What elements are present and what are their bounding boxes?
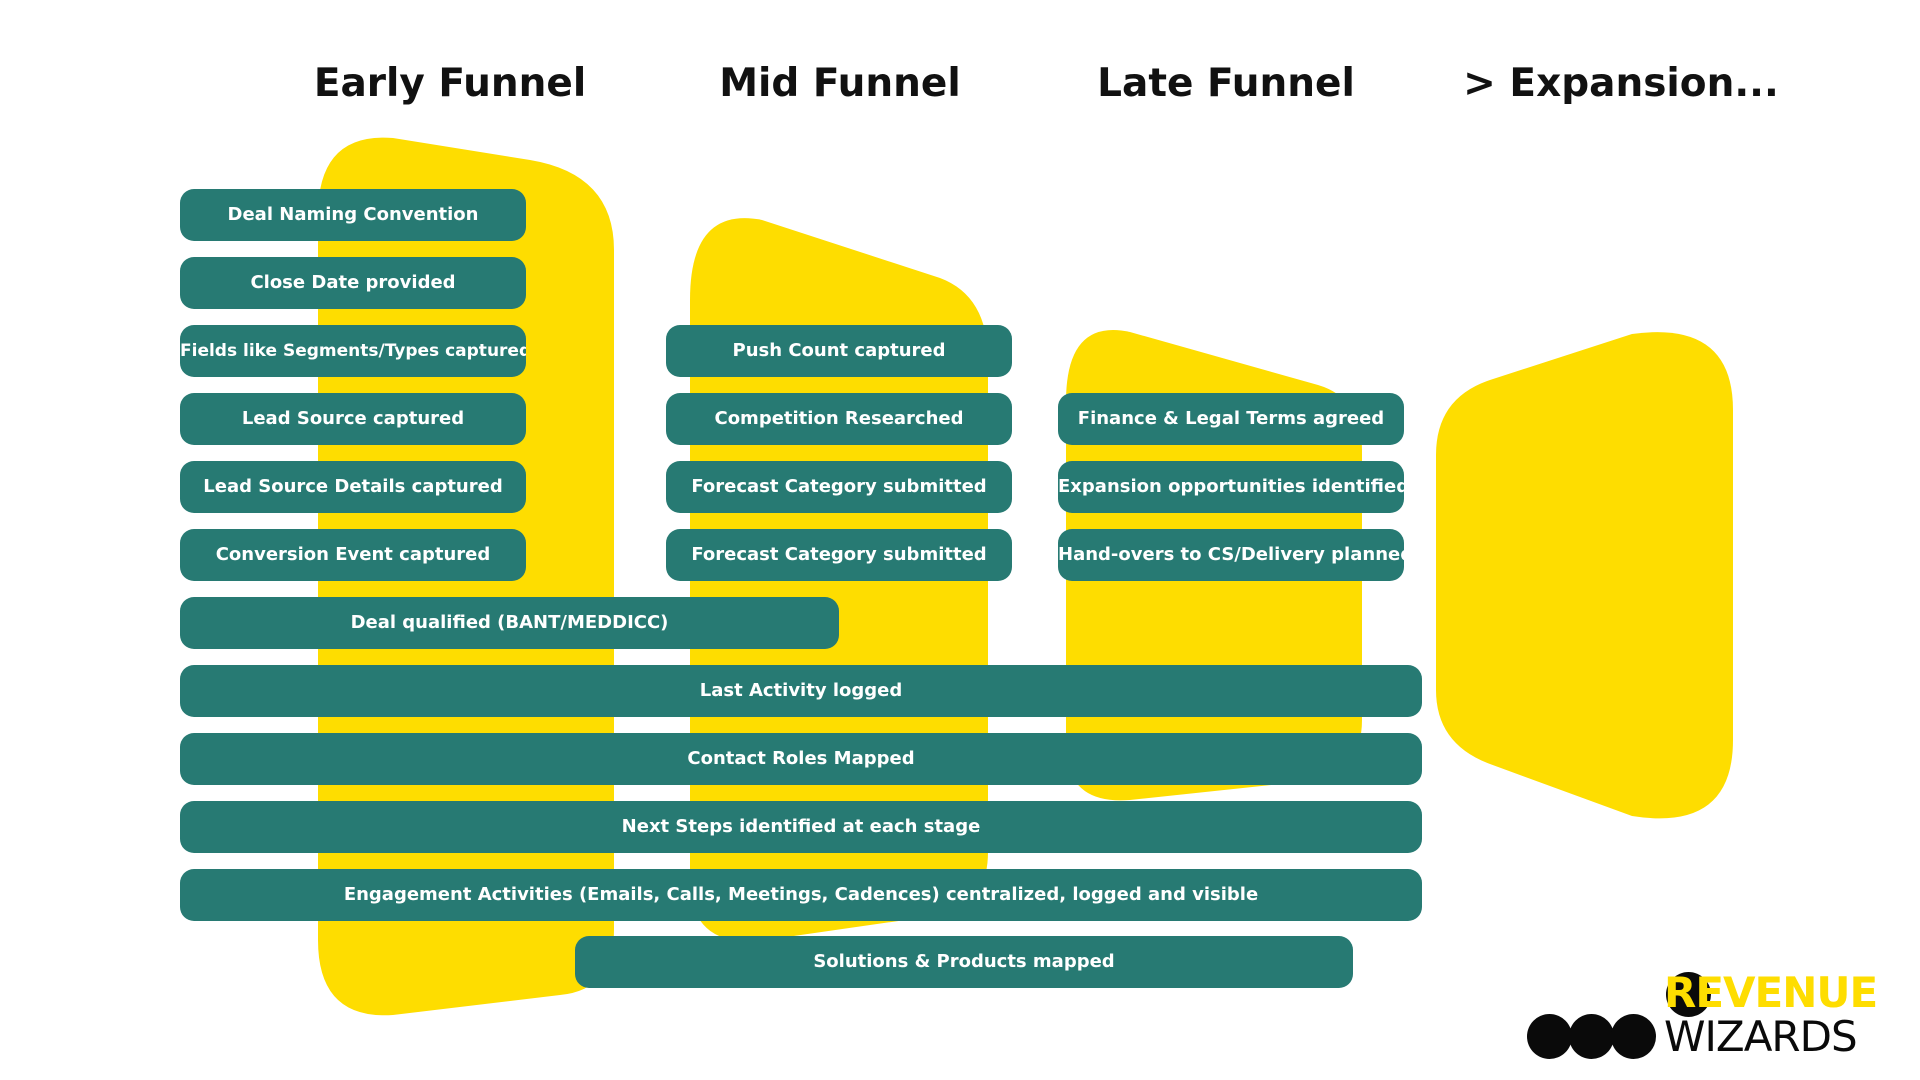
- bar-handovers: Hand-overs to CS/Delivery planned: [1058, 529, 1404, 581]
- heading-expansion: > Expansion...: [1463, 61, 1779, 106]
- bar-engagement-activities: Engagement Activities (Emails, Calls, Me…: [180, 869, 1422, 921]
- logo-dot-3: [1611, 1014, 1656, 1059]
- bar-last-activity: Last Activity logged: [180, 665, 1422, 717]
- bar-finance-legal: Finance & Legal Terms agreed: [1058, 393, 1404, 445]
- bar-expansion-opportunities: Expansion opportunities identified: [1058, 461, 1404, 513]
- heading-early-funnel: Early Funnel: [313, 61, 587, 106]
- heading-mid-funnel: Mid Funnel: [719, 61, 961, 106]
- bar-contact-roles: Contact Roles Mapped: [180, 733, 1422, 785]
- bar-close-date: Close Date provided: [180, 257, 526, 309]
- logo-dot-2: [1569, 1014, 1614, 1059]
- bar-forecast-category-2: Forecast Category submitted: [666, 529, 1012, 581]
- bar-next-steps: Next Steps identified at each stage: [180, 801, 1422, 853]
- bar-solutions-products: Solutions & Products mapped: [575, 936, 1353, 988]
- logo-dot-1: [1527, 1014, 1572, 1059]
- bar-deal-qualified: Deal qualified (BANT/MEDDICC): [180, 597, 839, 649]
- bar-fields-segments: Fields like Segments/Types captured: [180, 325, 526, 377]
- bar-lead-source-details: Lead Source Details captured: [180, 461, 526, 513]
- bar-push-count: Push Count captured: [666, 325, 1012, 377]
- bar-deal-naming-convention: Deal Naming Convention: [180, 189, 526, 241]
- logo-text-wizards: WIZARDS: [1664, 1012, 1858, 1061]
- bar-forecast-category-1: Forecast Category submitted: [666, 461, 1012, 513]
- logo-dot-top: [1666, 972, 1711, 1017]
- bar-competition-researched: Competition Researched: [666, 393, 1012, 445]
- logo-text-revenue: REVENUE: [1664, 968, 1878, 1017]
- heading-late-funnel: Late Funnel: [1097, 61, 1355, 106]
- bar-lead-source: Lead Source captured: [180, 393, 526, 445]
- expansion-shape: [1436, 332, 1733, 819]
- bar-conversion-event: Conversion Event captured: [180, 529, 526, 581]
